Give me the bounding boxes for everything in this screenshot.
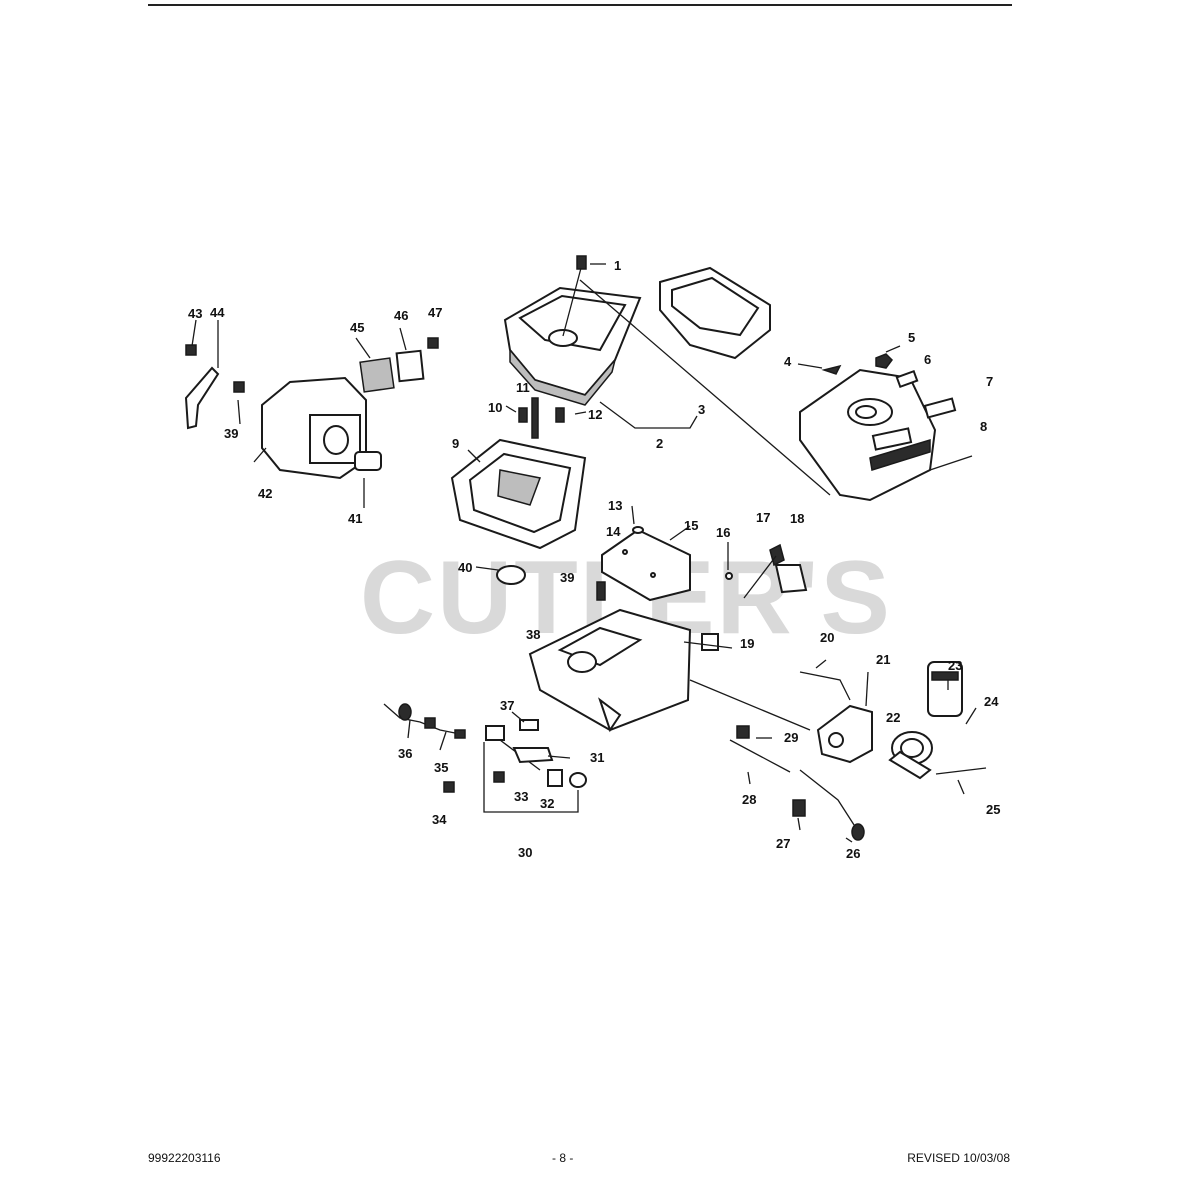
callout-34: 34 <box>432 812 447 827</box>
callout-46: 46 <box>394 308 408 323</box>
callout-23: 23 <box>948 658 962 673</box>
muffler <box>261 376 367 480</box>
callout-6: 6 <box>924 352 931 367</box>
callout-15: 15 <box>684 518 698 533</box>
carburetor <box>816 704 873 764</box>
callout-26: 26 <box>846 846 860 861</box>
base-screws <box>518 397 565 439</box>
callout-19: 19 <box>740 636 754 651</box>
callout-20: 20 <box>820 630 834 645</box>
footer-doc-number: 99922203116 <box>148 1151 221 1165</box>
callout-18: 18 <box>790 511 804 526</box>
throttle-rod <box>729 739 791 773</box>
callout-30: 30 <box>518 845 532 860</box>
callout-33: 33 <box>514 789 528 804</box>
housing-screw <box>596 581 606 601</box>
callout-13: 13 <box>608 498 622 513</box>
callout-29: 29 <box>784 730 798 745</box>
callout-14: 14 <box>606 524 621 539</box>
long-screw <box>743 543 785 599</box>
muffler-gasket <box>354 451 382 471</box>
callout-37: 37 <box>500 698 514 713</box>
small-bushing <box>792 799 806 817</box>
muffler-screen <box>359 357 395 393</box>
leaders <box>191 263 977 843</box>
callout-25: 25 <box>986 802 1000 817</box>
group-bracket-30 <box>483 742 579 813</box>
fuel-filter <box>927 661 963 717</box>
callout-11: 11 <box>516 380 530 395</box>
callout-36: 36 <box>398 746 412 761</box>
grommet <box>736 725 750 739</box>
callout-39a: 39 <box>560 570 574 585</box>
callout-45: 45 <box>350 320 364 335</box>
small-screws <box>443 771 505 793</box>
callout-3: 3 <box>698 402 705 417</box>
callout-47: 47 <box>428 305 442 320</box>
callout-17: 17 <box>756 510 770 525</box>
callout-4: 4 <box>784 354 792 369</box>
pre-filter <box>659 266 771 360</box>
callout-8: 8 <box>980 419 987 434</box>
callout-22: 22 <box>886 710 900 725</box>
callout-16: 16 <box>716 525 730 540</box>
o-ring <box>496 565 526 585</box>
main-housing <box>528 608 692 733</box>
muffler-bracket <box>184 366 220 430</box>
callout-2: 2 <box>656 436 663 451</box>
top-rule <box>148 4 1012 6</box>
callout-38: 38 <box>526 627 540 642</box>
callout-21: 21 <box>876 652 890 667</box>
callout-labels: 1 2 3 4 5 6 7 8 9 10 11 12 13 14 15 16 1… <box>188 258 1000 861</box>
footer-revised-date: REVISED 10/03/08 <box>907 1151 1010 1165</box>
callout-12: 12 <box>588 407 602 422</box>
air-filter <box>503 286 642 406</box>
muffler-bolts <box>185 337 439 393</box>
callout-10: 10 <box>488 400 502 415</box>
callout-9: 9 <box>452 436 459 451</box>
choke-rod <box>799 769 865 841</box>
cover-clip <box>821 364 842 375</box>
callout-39b: 39 <box>224 426 238 441</box>
filter-bolt <box>562 255 587 337</box>
muffler-plate <box>395 349 425 383</box>
filter-base <box>450 438 587 550</box>
callout-43: 43 <box>188 306 202 321</box>
callout-28: 28 <box>742 792 756 807</box>
carb-screws <box>935 767 987 795</box>
filter-cover <box>799 368 937 502</box>
callout-40: 40 <box>458 560 472 575</box>
pulse-connector <box>774 564 808 594</box>
cover-decal <box>923 397 957 419</box>
callout-35: 35 <box>434 760 448 775</box>
callout-24: 24 <box>984 694 999 709</box>
callout-1: 1 <box>614 258 621 273</box>
callout-7: 7 <box>986 374 993 389</box>
stud-and-washer <box>631 505 733 580</box>
small-gasket <box>701 633 719 651</box>
cover-nut <box>875 353 893 369</box>
footer-page-number: - 8 - <box>552 1151 574 1165</box>
switch-wire <box>383 703 466 739</box>
callout-31: 31 <box>590 750 604 765</box>
adapter <box>888 731 933 780</box>
callout-44: 44 <box>210 305 225 320</box>
callout-42: 42 <box>258 486 272 501</box>
fuel-hose <box>799 671 851 701</box>
cover-seal <box>895 369 919 389</box>
spacer-block <box>601 528 691 602</box>
callout-32: 32 <box>540 796 554 811</box>
callout-41: 41 <box>348 511 362 526</box>
callout-5: 5 <box>908 330 915 345</box>
callout-27: 27 <box>776 836 790 851</box>
switch-plates <box>512 719 587 788</box>
